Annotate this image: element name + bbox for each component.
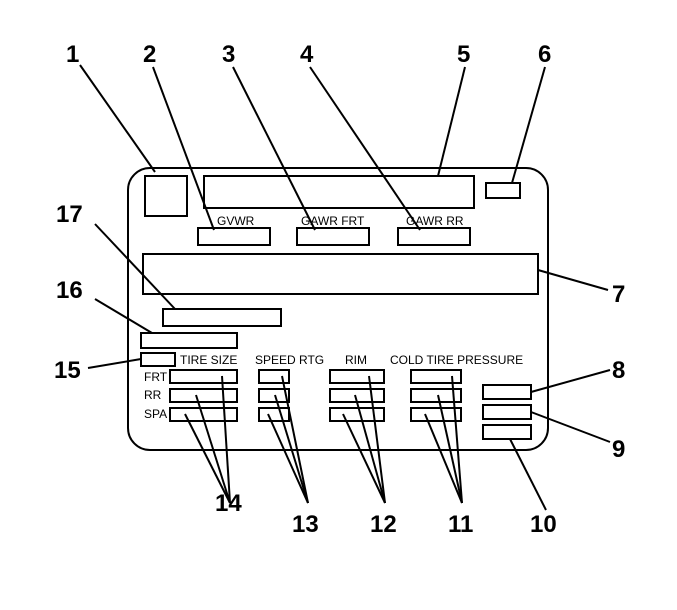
- callout-14: 14: [215, 490, 242, 517]
- row-rr-label: RR: [144, 388, 162, 402]
- speed-rtg-frt-box: [258, 369, 290, 384]
- logo-box: [144, 175, 188, 217]
- gawr-frt-box: [296, 227, 370, 246]
- gawr-rr-box: [397, 227, 471, 246]
- gvwr-box: [197, 227, 271, 246]
- rim-frt-box: [329, 369, 385, 384]
- gawr-rr-label: GAWR RR: [406, 214, 464, 228]
- callout-17: 17: [56, 201, 83, 228]
- callout-15: 15: [54, 357, 81, 384]
- cold-tire-pressure-header: COLD TIRE PRESSURE: [390, 353, 523, 367]
- callout-10: 10: [530, 511, 557, 538]
- callout-11: 11: [448, 511, 473, 538]
- box-10: [482, 424, 532, 440]
- pressure-frt-box: [410, 369, 462, 384]
- pressure-spa-box: [410, 407, 462, 422]
- callout-2: 2: [143, 41, 156, 68]
- callout-4: 4: [300, 41, 314, 68]
- small-box-15: [140, 352, 176, 367]
- tire-size-rr-box: [169, 388, 238, 403]
- tire-size-frt-box: [169, 369, 238, 384]
- box-9: [482, 404, 532, 420]
- box-8: [482, 384, 532, 400]
- rim-spa-box: [329, 407, 385, 422]
- speed-rtg-header: SPEED RTG: [255, 353, 324, 367]
- pressure-rr-box: [410, 388, 462, 403]
- callout-7: 7: [612, 281, 625, 308]
- callout-5: 5: [457, 41, 470, 68]
- speed-rtg-spa-box: [258, 407, 290, 422]
- vin-box: [142, 253, 539, 295]
- callout-16: 16: [56, 277, 83, 304]
- row-frt-label: FRT: [144, 370, 168, 384]
- manufacturer-name-box: [203, 175, 475, 209]
- callout-1: 1: [66, 41, 79, 68]
- rim-header: RIM: [345, 353, 367, 367]
- callout-3: 3: [222, 41, 235, 68]
- leader-lines: [79, 64, 611, 511]
- paint-box: [140, 332, 238, 349]
- callout-9: 9: [612, 436, 625, 463]
- speed-rtg-rr-box: [258, 388, 290, 403]
- callout-13: 13: [292, 511, 319, 538]
- gvwr-label: GVWR: [217, 214, 255, 228]
- callout-8: 8: [612, 357, 625, 384]
- date-box: [485, 182, 521, 199]
- gawr-frt-label: GAWR FRT: [301, 214, 365, 228]
- tire-size-header: TIRE SIZE: [180, 353, 237, 367]
- callout-12: 12: [370, 511, 397, 538]
- model-box: [162, 308, 282, 327]
- callout-6: 6: [538, 41, 551, 68]
- row-spa-label: SPA: [144, 407, 167, 421]
